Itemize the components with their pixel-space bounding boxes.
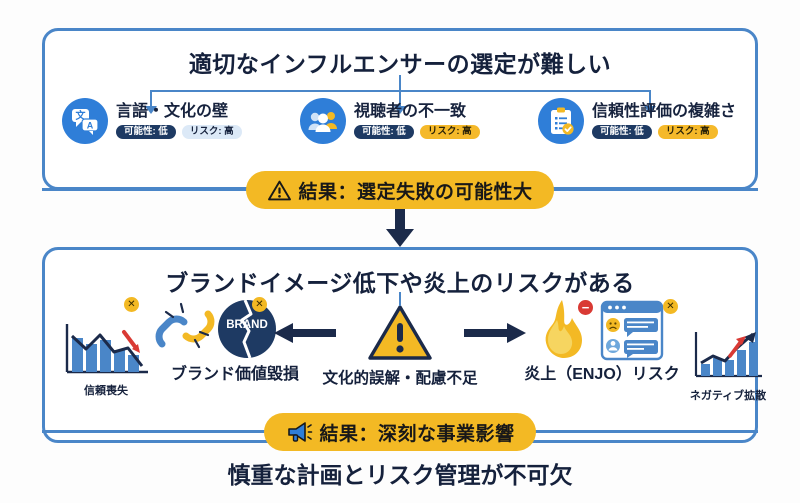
comment-thread-icon bbox=[600, 300, 666, 362]
left-chart-caption: 信頼喪失 bbox=[62, 381, 150, 399]
bottom-panel-title: ブランドイメージ低下や炎上のリスクがある bbox=[165, 270, 635, 296]
closing-statement: 慎重な計画とリスク管理が不可欠 bbox=[227, 462, 573, 488]
chart-caption-text: ネガティブ拡散 bbox=[689, 390, 767, 402]
center-caption-text: 文化的誤解・配慮不足 bbox=[322, 370, 478, 387]
connector-arrowhead-center bbox=[394, 106, 406, 114]
connector-branch-left bbox=[150, 90, 152, 107]
possibility-badge: 可能性: 低 bbox=[116, 124, 176, 140]
top-problem-panel: 適切なインフルエンサーの選定が難しい bbox=[42, 28, 758, 190]
declining-bar-chart-icon bbox=[62, 322, 150, 380]
factor-label: 視聴者の不一致 bbox=[354, 102, 467, 120]
connector-arrowhead-right bbox=[644, 106, 656, 114]
factor-body: 視聴者の不一致 可能性: 低 リスク: 高 bbox=[354, 102, 480, 140]
left-group-caption: ブランド価値毀損 bbox=[140, 366, 330, 384]
x-marker-icon: ✕ bbox=[663, 299, 678, 314]
left-caption-text: ブランド価値毀損 bbox=[170, 366, 299, 383]
top-panel-title: 適切なインフルエンサーの選定が難しい bbox=[188, 51, 612, 77]
flow-arrow-down bbox=[385, 206, 415, 248]
factor-card-credibility-complexity[interactable]: 信頼性評価の複雑さ 可能性: 低 リスク: 高 bbox=[538, 98, 736, 144]
right-group-caption: 炎上（ENJO）リスク bbox=[508, 366, 696, 384]
connector-branch-center bbox=[399, 90, 401, 107]
result-banner-text: 結果：選定失敗の可能性大 bbox=[298, 181, 533, 203]
flame-icon bbox=[534, 298, 588, 360]
factor-card-audience-mismatch[interactable]: 視聴者の不一致 可能性: 低 リスク: 高 bbox=[300, 98, 480, 144]
connector-arrowhead-left bbox=[145, 106, 157, 114]
right-caption-text: 炎上（ENJO）リスク bbox=[524, 366, 680, 383]
center-cause-group: 文化的誤解・配慮不足 bbox=[300, 292, 500, 388]
result-banner-business-impact[interactable]: 結果：深刻な事業影響 bbox=[264, 413, 536, 451]
cracked-brand-circle-icon: BRAND bbox=[215, 298, 279, 360]
broken-chain-icon bbox=[150, 300, 220, 358]
factor-label: 信頼性評価の複雑さ bbox=[592, 102, 737, 120]
rising-bar-chart-icon bbox=[692, 330, 764, 384]
warning-triangle-icon bbox=[300, 304, 500, 362]
factor-body: 信頼性評価の複雑さ 可能性: 低 リスク: 高 bbox=[592, 102, 737, 140]
center-stem bbox=[399, 292, 401, 306]
svg-text:A: A bbox=[87, 121, 94, 131]
connector-trunk bbox=[399, 75, 401, 91]
brand-circle-text: BRAND bbox=[226, 319, 268, 331]
factor-badges: 可能性: 低 リスク: 高 bbox=[592, 124, 736, 140]
warning-triangle-icon bbox=[267, 180, 291, 201]
arrow-left-icon bbox=[274, 320, 336, 346]
x-marker-icon: ✕ bbox=[124, 297, 139, 312]
result-banner-text: 結果：深刻な事業影響 bbox=[319, 423, 515, 445]
factor-card-language-culture[interactable]: 文 A 言語・文化の壁 可能性: 低 リスク: 高 bbox=[62, 98, 242, 144]
factor-body: 言語・文化の壁 可能性: 低 リスク: 高 bbox=[116, 102, 242, 140]
connector-branch-right bbox=[649, 90, 651, 107]
clipboard-check-icon bbox=[538, 98, 584, 144]
right-chart-caption: ネガティブ拡散 bbox=[686, 386, 770, 404]
svg-text:文: 文 bbox=[76, 109, 87, 122]
result-banner-selection-failure[interactable]: 結果：選定失敗の可能性大 bbox=[246, 171, 554, 209]
risk-badge: リスク: 高 bbox=[181, 124, 242, 140]
risk-badge: リスク: 高 bbox=[419, 124, 480, 140]
chart-caption-text: 信頼喪失 bbox=[84, 385, 128, 397]
megaphone-icon bbox=[286, 421, 312, 443]
translate-icon: 文 A bbox=[62, 98, 108, 144]
audience-group-icon bbox=[300, 98, 346, 144]
factor-badges: 可能性: 低 リスク: 高 bbox=[354, 124, 480, 140]
arrow-right-icon bbox=[464, 320, 526, 346]
factor-badges: 可能性: 低 リスク: 高 bbox=[116, 124, 242, 140]
x-marker-icon: ✕ bbox=[252, 297, 267, 312]
possibility-badge: 可能性: 低 bbox=[592, 124, 652, 140]
factor-label: 言語・文化の壁 bbox=[116, 102, 229, 120]
risk-badge: リスク: 高 bbox=[657, 124, 718, 140]
minus-marker-icon: − bbox=[578, 300, 593, 315]
possibility-badge: 可能性: 低 bbox=[354, 124, 414, 140]
